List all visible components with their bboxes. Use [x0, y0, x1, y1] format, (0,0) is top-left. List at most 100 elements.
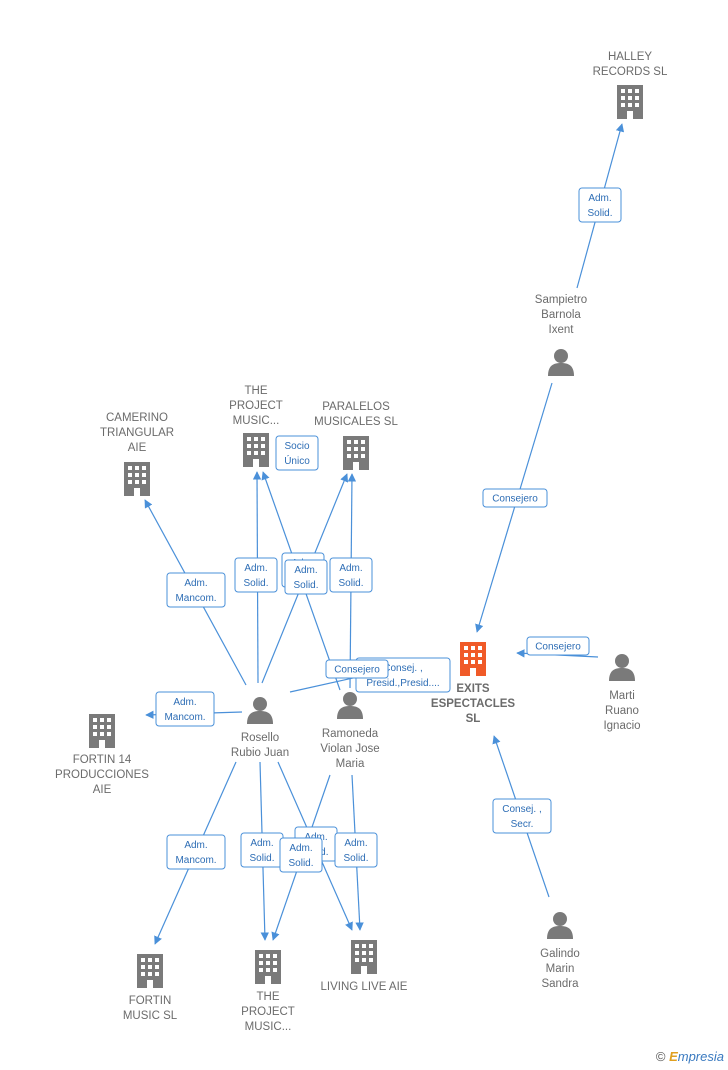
relation-text: Solid.: [249, 853, 274, 864]
relation-label-r6: Adm. Solid.: [234, 557, 278, 593]
building-icon[interactable]: [243, 433, 269, 467]
person-icon[interactable]: [337, 692, 363, 719]
brand-initial: E: [669, 1049, 678, 1064]
relation-box: [526, 636, 590, 656]
node-label[interactable]: TRIANGULAR: [100, 427, 174, 439]
relation-text: Mancom.: [164, 712, 205, 723]
node-label[interactable]: Barnola: [541, 309, 581, 321]
person-icon[interactable]: [247, 697, 273, 724]
relation-text: Consej. ,: [502, 804, 541, 815]
node-label[interactable]: FORTIN: [129, 995, 172, 1007]
node-label[interactable]: CAMERINO: [106, 412, 168, 424]
building-icon[interactable]: [137, 954, 163, 988]
building-icon[interactable]: [89, 714, 115, 748]
relation-text: Solid.: [293, 580, 318, 591]
relation-text: Presid.,Presid....: [366, 678, 439, 689]
building-icon[interactable]: [343, 436, 369, 470]
relation-text: Mancom.: [175, 855, 216, 866]
node-paralelos[interactable]: PARALELOS MUSICALES SL: [314, 401, 398, 470]
relation-text: Adm.: [294, 565, 317, 576]
node-label[interactable]: Rubio Juan: [231, 747, 289, 759]
person-icon[interactable]: [548, 349, 574, 376]
node-label[interactable]: AIE: [128, 442, 147, 454]
person-icon[interactable]: [547, 912, 573, 939]
building-icon[interactable]: [351, 940, 377, 974]
node-label[interactable]: Ruano: [605, 705, 639, 717]
node-exits[interactable]: EXITS ESPECTACLES SL: [431, 642, 515, 725]
node-label[interactable]: THE: [245, 385, 268, 397]
relation-box: [578, 187, 622, 223]
nodes: HALLEY RECORDS SL SampietroBarnolaIxentCAM…: [55, 51, 668, 1033]
node-label[interactable]: SL: [466, 713, 481, 725]
node-label[interactable]: Ixent: [549, 324, 575, 336]
node-label[interactable]: Sandra: [541, 978, 579, 990]
node-label[interactable]: Marin: [546, 963, 575, 975]
node-project2[interactable]: THE PROJECT MUSIC...: [241, 950, 295, 1033]
node-label[interactable]: MUSIC...: [233, 415, 280, 427]
relation-box: [166, 834, 226, 870]
node-halley[interactable]: HALLEY RECORDS SL: [593, 51, 668, 119]
node-label[interactable]: Violan Jose: [320, 743, 379, 755]
relation-box: [492, 798, 552, 834]
relation-text: Adm.: [244, 563, 267, 574]
relation-box: [482, 488, 548, 508]
node-label[interactable]: PROJECT: [229, 400, 283, 412]
relation-label-r16: Adm.Solid.: [279, 837, 323, 873]
building-icon[interactable]: [617, 85, 643, 119]
relation-text: Consejero: [492, 494, 538, 505]
relation-label-r17: Adm. Solid.: [334, 832, 378, 868]
node-label[interactable]: Ramoneda: [322, 728, 379, 740]
node-label[interactable]: PROJECT: [241, 1006, 295, 1018]
node-label[interactable]: Sampietro: [535, 294, 587, 306]
node-label[interactable]: LIVING LIVE AIE: [321, 981, 408, 993]
node-living[interactable]: LIVING LIVE AIE: [321, 940, 408, 993]
node-label[interactable]: PRODUCCIONES: [55, 769, 149, 781]
relation-text: Adm.: [339, 563, 362, 574]
node-fortinmusic[interactable]: FORTIN MUSIC SL: [123, 954, 178, 1022]
node-label[interactable]: Ignacio: [603, 720, 640, 732]
relation-text: Solid.: [243, 578, 268, 589]
relation-label-r1: Adm.Solid.: [578, 187, 622, 223]
relation-label-r2: Consejero: [482, 488, 548, 508]
relation-text: Secr.: [511, 819, 534, 830]
relation-text: Adm.: [344, 838, 367, 849]
relation-label-r9: Adm. Solid.: [329, 557, 373, 593]
node-label[interactable]: THE: [257, 991, 280, 1003]
building-icon[interactable]: [460, 642, 486, 676]
building-icon[interactable]: [255, 950, 281, 984]
relation-label-r11: Consejero: [325, 659, 389, 679]
node-label[interactable]: AIE: [93, 784, 112, 796]
node-label[interactable]: ESPECTACLES: [431, 698, 515, 710]
empresia-watermark[interactable]: © Empresia: [656, 1049, 724, 1064]
node-fortin14[interactable]: FORTIN 14 PRODUCCIONES AIE: [55, 714, 149, 796]
node-label[interactable]: EXITS: [456, 683, 490, 695]
node-label[interactable]: Rosello: [241, 732, 279, 744]
node-camerino[interactable]: CAMERINO TRIANGULAR AIE: [100, 412, 174, 496]
relation-label-r5: Adm.Mancom.: [166, 572, 226, 608]
relation-box: [166, 572, 226, 608]
node-label[interactable]: Marti: [609, 690, 635, 702]
node-label[interactable]: FORTIN 14: [73, 754, 132, 766]
relation-text: Solid.: [343, 853, 368, 864]
relation-text: Solid.: [338, 578, 363, 589]
node-label[interactable]: MUSICALES SL: [314, 416, 398, 428]
node-label[interactable]: PARALELOS: [322, 401, 390, 413]
building-icon[interactable]: [124, 462, 150, 496]
relation-box: [325, 659, 389, 679]
relation-text: Solid.: [587, 208, 612, 219]
relation-box: [234, 557, 278, 593]
node-label[interactable]: HALLEY: [608, 51, 652, 63]
node-label[interactable]: RECORDS SL: [593, 66, 668, 78]
node-project1[interactable]: THE PROJECT MUSIC...: [229, 385, 283, 467]
node-label[interactable]: MUSIC...: [245, 1021, 292, 1033]
person-icon[interactable]: [609, 654, 635, 681]
node-label[interactable]: Maria: [336, 758, 365, 770]
node-label[interactable]: Galindo: [540, 948, 580, 960]
node-label[interactable]: MUSIC SL: [123, 1010, 178, 1022]
